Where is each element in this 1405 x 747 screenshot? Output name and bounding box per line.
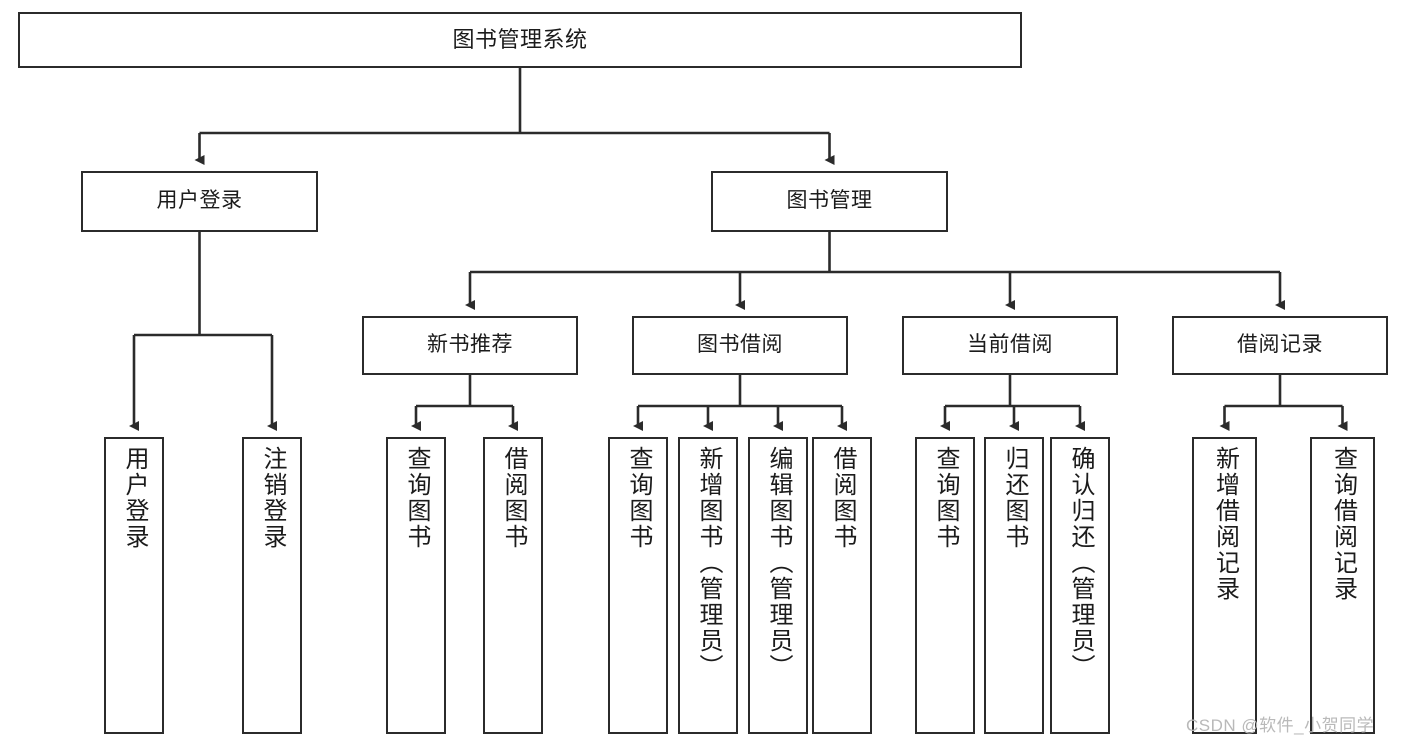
node-label: 新增图书（管理员） [695,446,722,680]
node-current-borrow[interactable]: 当前借阅 [902,316,1118,375]
node-label: 查询图书 [403,446,430,550]
node-leaf-3[interactable]: 查询图书 [386,437,446,734]
node-label: 当前借阅 [967,333,1053,357]
node-leaf-8[interactable]: 借阅图书 [812,437,872,734]
node-label: 归还图书 [1001,446,1028,550]
node-root[interactable]: 图书管理系统 [18,12,1022,68]
node-label: 图书管理 [786,189,873,213]
node-label: 借阅图书 [500,446,527,550]
watermark-text: CSDN @软件_小贺同学 [1186,716,1375,735]
node-leaf-9[interactable]: 查询图书 [915,437,975,734]
node-user-login[interactable]: 用户登录 [81,171,318,232]
node-leaf-10[interactable]: 归还图书 [984,437,1044,734]
node-book-borrow[interactable]: 图书借阅 [632,316,848,375]
node-leaf-6[interactable]: 新增图书（管理员） [678,437,738,734]
node-label: 注销登录 [259,446,286,550]
node-leaf-11[interactable]: 确认归还（管理员） [1050,437,1110,734]
node-label: 编辑图书（管理员） [765,446,792,680]
node-leaf-1[interactable]: 用户登录 [104,437,164,734]
node-leaf-13[interactable]: 查询借阅记录 [1310,437,1375,734]
node-label: 查询图书 [625,446,652,550]
node-leaf-12[interactable]: 新增借阅记录 [1192,437,1257,734]
node-label: 新书推荐 [427,333,513,357]
node-label: 查询图书 [932,446,959,550]
node-label: 图书借阅 [697,333,783,357]
node-label: 确认归还（管理员） [1067,446,1094,680]
node-label: 新增借阅记录 [1211,446,1239,602]
node-label: 借阅记录 [1237,333,1323,357]
node-leaf-2[interactable]: 注销登录 [242,437,302,734]
node-label: 用户登录 [156,189,243,213]
node-leaf-7[interactable]: 编辑图书（管理员） [748,437,808,734]
node-leaf-5[interactable]: 查询图书 [608,437,668,734]
node-label: 图书管理系统 [452,27,588,53]
node-label: 用户登录 [121,446,148,550]
node-new-book-rec[interactable]: 新书推荐 [362,316,578,375]
node-label: 借阅图书 [829,446,856,550]
node-leaf-4[interactable]: 借阅图书 [483,437,543,734]
node-book-manage[interactable]: 图书管理 [711,171,948,232]
node-borrow-record[interactable]: 借阅记录 [1172,316,1388,375]
node-label: 查询借阅记录 [1329,446,1357,602]
